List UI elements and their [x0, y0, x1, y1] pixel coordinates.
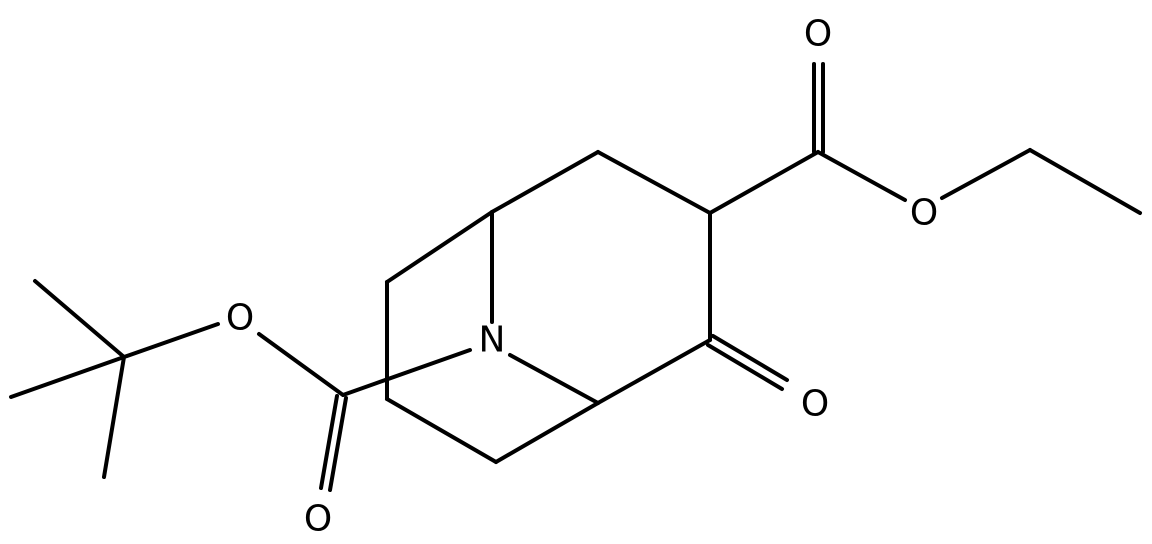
bond-tbu-methyl-lower [102, 355, 126, 479]
bond-ketone-double-a [711, 334, 789, 382]
bond-c-ring-to-ester-c [708, 150, 820, 215]
atom-label-ester-ether-o: O [910, 193, 938, 234]
bond-tbu-to-o [122, 322, 220, 359]
ketone-group [706, 334, 789, 391]
atom-label-n: N [479, 320, 506, 361]
bond-c-upper-to-c-ester [596, 150, 712, 215]
bond-ketone-double-b [706, 343, 784, 391]
atom-label-boc-carbonyl-o: O [304, 499, 332, 540]
bond-bridgehead-top-to-c-left [385, 210, 494, 284]
bond-carbonyl-double-b [319, 394, 339, 490]
atom-label-boc-ether-o: O [226, 298, 254, 339]
bond-o-to-carbonyl-c [257, 332, 345, 397]
bond-tbu-methyl-left [9, 355, 126, 399]
bond-carbonyl-c-to-n [341, 348, 472, 397]
bond-c-left-to-c-bottom [385, 397, 498, 464]
bond-bridgehead-top-to-c-upper [490, 150, 600, 214]
bond-ester-c-to-o [816, 150, 907, 202]
bond-ch2-to-ch3 [1028, 148, 1142, 215]
bond-carbonyl-double-a [328, 396, 348, 492]
boc-carbamate [257, 332, 472, 492]
bicyclic-ring [385, 150, 712, 464]
tert-butyl-group [9, 279, 220, 479]
bond-c-ketone-to-bridgehead-low [596, 338, 712, 405]
atom-label-ketone-o: O [801, 384, 829, 425]
atom-label-ester-carbonyl-o: O [804, 14, 832, 55]
bond-tbu-methyl-upper [33, 279, 126, 359]
bond-n-to-bridgehead-low [508, 353, 600, 405]
ethyl-ester-group [708, 62, 1142, 215]
bond-c-bottom-to-bridgehead-low [494, 401, 600, 464]
bond-o-to-ch2 [940, 148, 1032, 200]
